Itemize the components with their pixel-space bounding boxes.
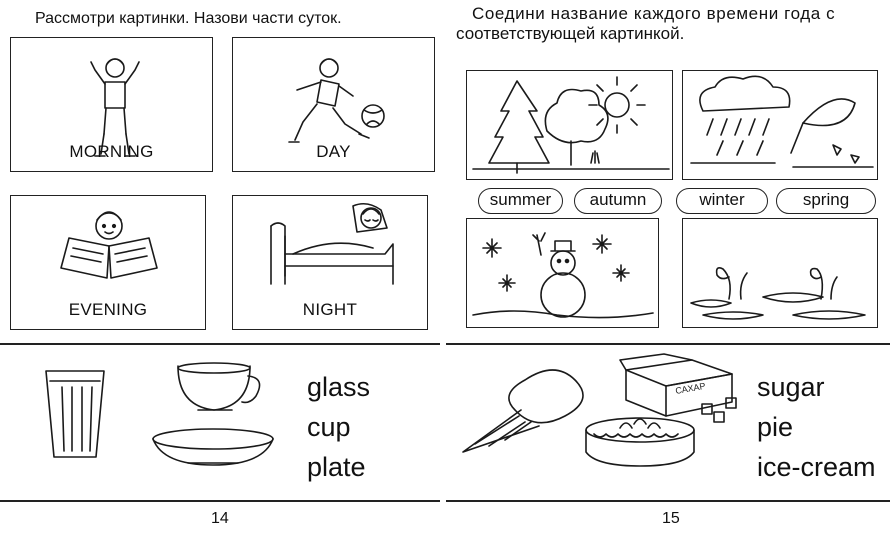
left-separator-top [0, 343, 440, 345]
snowdrops-and-puddles-illustration [690, 267, 866, 320]
boy-playing-football-illustration [288, 58, 385, 143]
cup-icon [177, 362, 261, 411]
ice-cream-icon [462, 369, 584, 453]
label-summer[interactable]: summer [478, 188, 563, 214]
page-number-14: 14 [211, 510, 229, 527]
label-autumn[interactable]: autumn [574, 188, 662, 214]
caption-night: NIGHT [302, 300, 358, 319]
word-ice-cream: ice-cream [757, 452, 876, 482]
tree-and-sun-illustration [472, 76, 670, 174]
boy-reading-illustration [60, 211, 158, 279]
card-night: NIGHT [232, 195, 428, 330]
summer-picture [466, 70, 673, 180]
word-plate: plate [307, 452, 366, 482]
label-winter[interactable]: winter [676, 188, 768, 214]
sugar-box-icon: САХАР [619, 353, 737, 423]
label-spring[interactable]: spring [776, 188, 876, 214]
caption-morning: MORNING [69, 142, 154, 161]
pie-icon [585, 417, 695, 467]
plate-icon [152, 428, 274, 466]
caption-day: DAY [316, 142, 351, 161]
rain-cloud-and-leaves-illustration [690, 75, 874, 168]
right-instruction-line2: соответствующей картинкой. [456, 24, 685, 43]
right-separator-bottom [446, 500, 890, 502]
word-sugar: sugar [757, 372, 825, 402]
left-instruction: Рассмотри картинки. Назови части суток. [35, 10, 342, 27]
left-separator-bottom [0, 500, 440, 502]
autumn-picture [682, 70, 878, 180]
caption-evening: EVENING [68, 300, 148, 319]
page-number-15: 15 [662, 510, 680, 527]
right-separator-top [446, 343, 890, 345]
boy-stretching-illustration [90, 58, 140, 157]
spring-picture [682, 218, 878, 328]
word-cup: cup [307, 412, 351, 442]
card-evening: EVENING [10, 195, 206, 330]
right-instruction-line1: Соедини название каждого времени года с [472, 4, 836, 23]
word-glass: glass [307, 372, 371, 402]
glass-icon [45, 370, 105, 458]
snowman-illustration [472, 232, 654, 319]
card-morning: MORNING [10, 37, 213, 172]
boy-sleeping-illustration [270, 202, 394, 285]
word-pie: pie [757, 412, 794, 442]
card-day: DAY [232, 37, 435, 172]
winter-picture [466, 218, 659, 328]
